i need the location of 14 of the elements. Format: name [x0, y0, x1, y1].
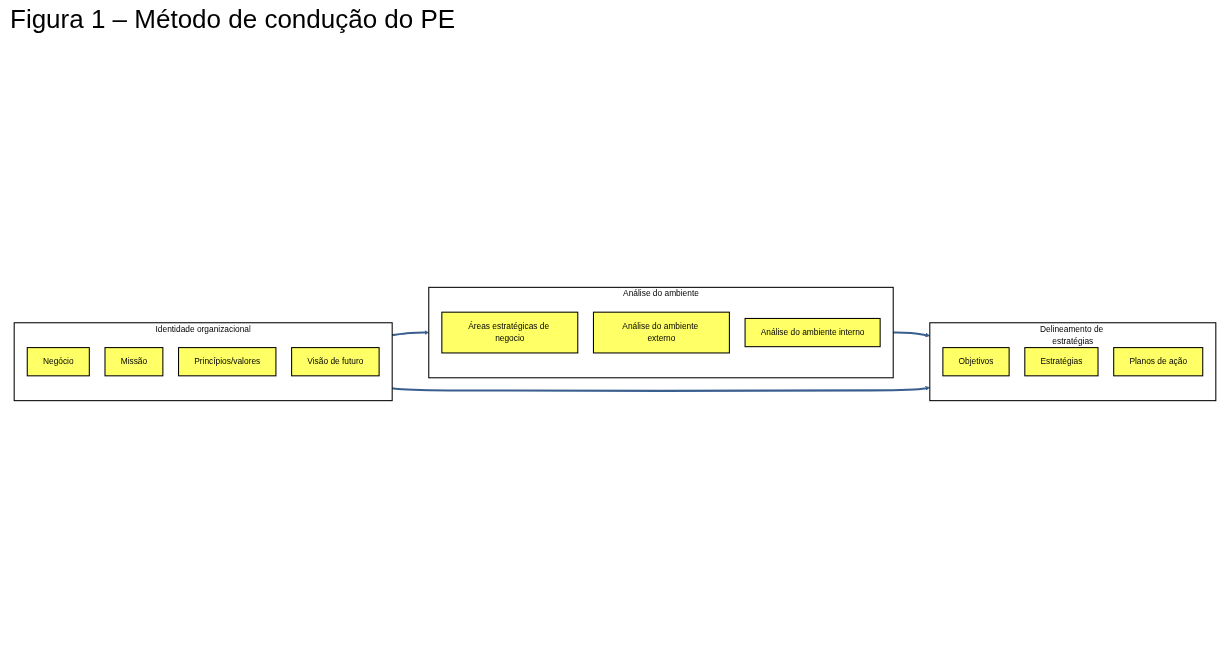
- node-box: Áreas estratégicas de negocio: [441, 311, 579, 354]
- node-box: Negócio: [26, 347, 90, 377]
- node-box: Princípios/valores: [178, 347, 277, 377]
- node-box: Análise do ambiente interno: [744, 317, 881, 348]
- node-box: Planos de ação: [1113, 347, 1204, 377]
- node-box: Objetivos: [942, 347, 1010, 377]
- arrow: [392, 330, 429, 337]
- arrow: [392, 386, 930, 392]
- figure-title: Figura 1 – Método de condução do PE: [10, 4, 457, 35]
- node-box: Missão: [104, 347, 164, 377]
- node-box: Visão de futuro: [291, 347, 380, 377]
- node-box: Estratégias: [1024, 347, 1099, 377]
- arrow: [893, 331, 930, 338]
- node-box: Análise do ambiente externo: [592, 311, 730, 354]
